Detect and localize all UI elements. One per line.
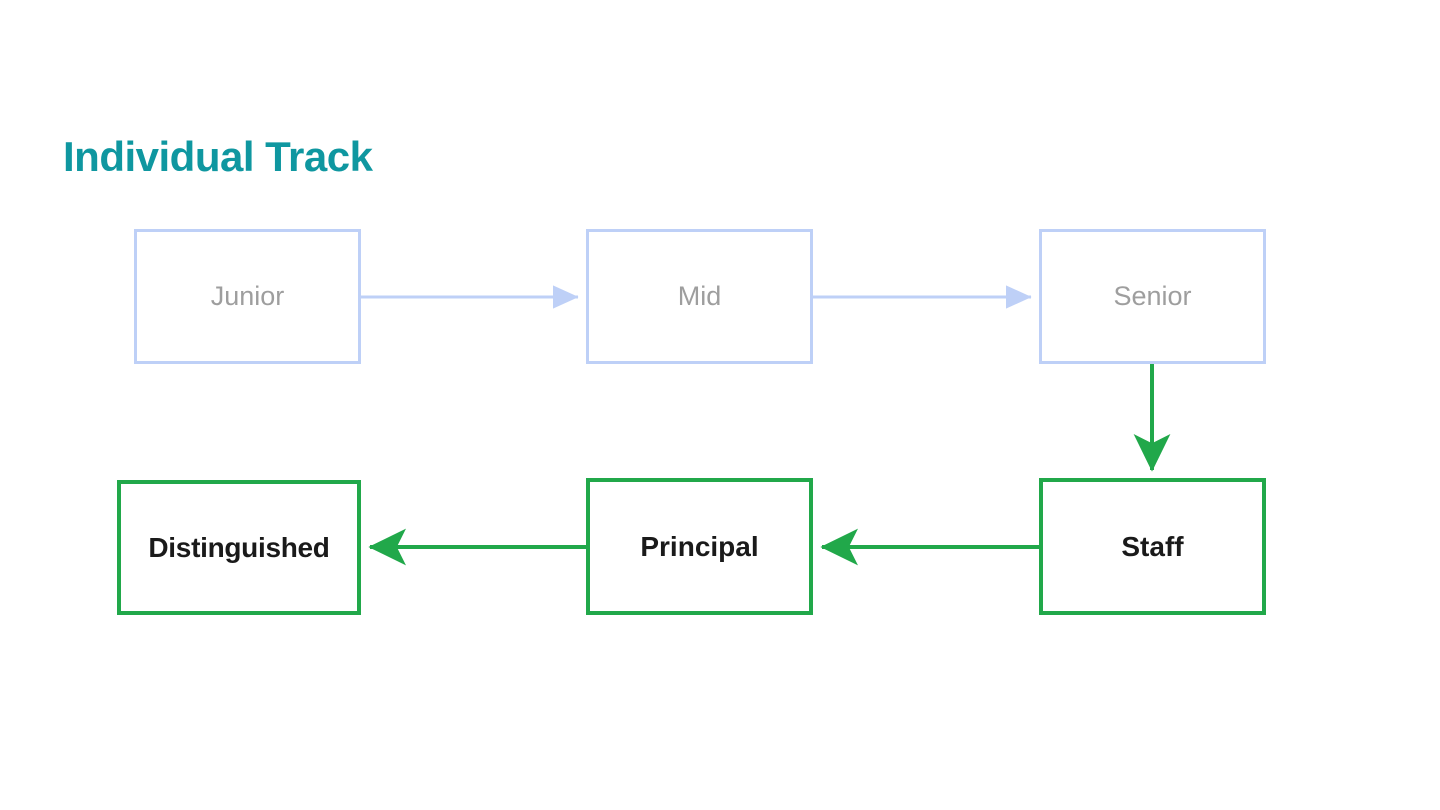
node-staff-label: Staff	[1121, 530, 1184, 562]
node-distinguished[interactable]: Distinguished	[117, 480, 361, 615]
node-senior[interactable]: Senior	[1039, 229, 1266, 364]
node-staff[interactable]: Staff	[1039, 478, 1266, 615]
node-distinguished-label: Distinguished	[148, 531, 330, 563]
node-junior[interactable]: Junior	[134, 229, 361, 364]
node-senior-label: Senior	[1113, 281, 1192, 311]
node-junior-label: Junior	[210, 281, 285, 311]
node-mid[interactable]: Mid	[586, 229, 813, 364]
page-title: Individual Track	[63, 133, 373, 180]
node-mid-label: Mid	[677, 281, 722, 311]
node-principal[interactable]: Principal	[586, 478, 813, 615]
node-principal-label: Principal	[640, 530, 759, 562]
